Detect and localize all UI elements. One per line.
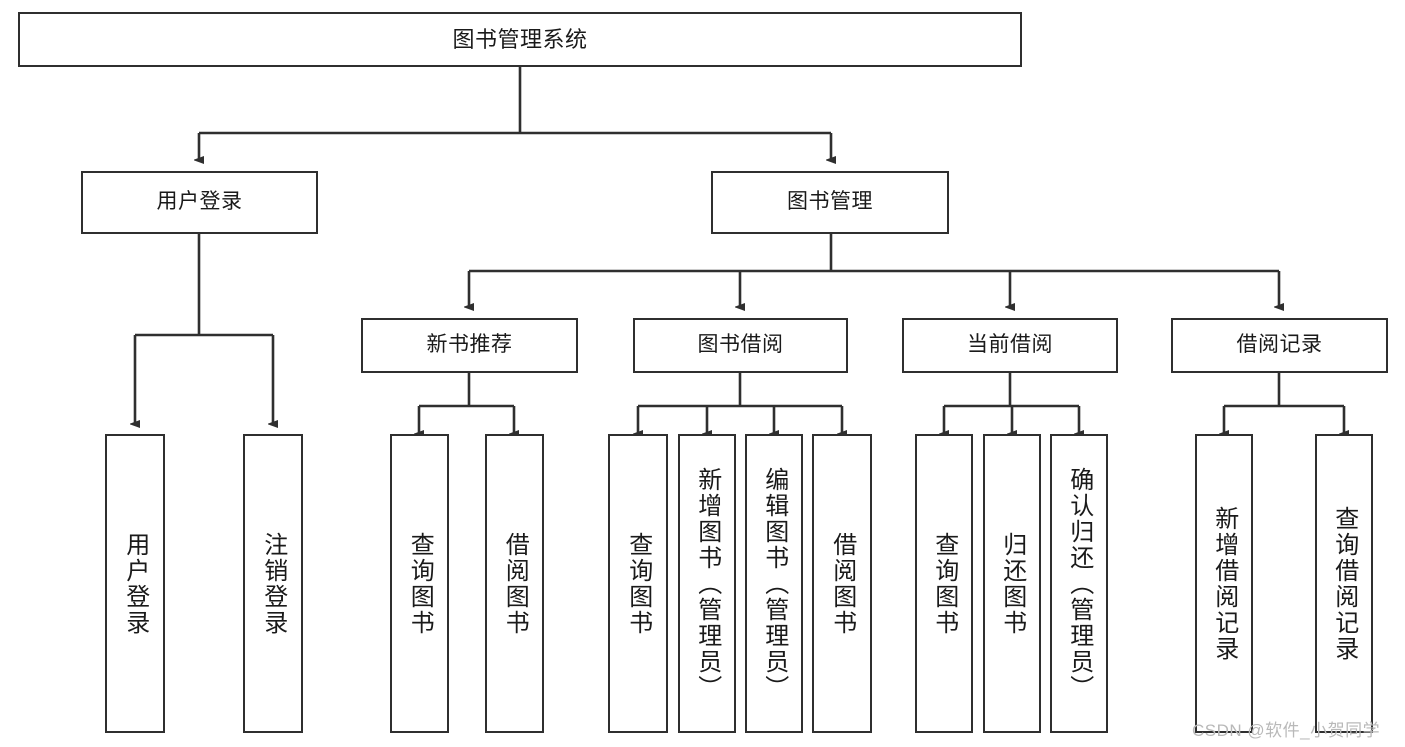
- node-label: 图书管理系统: [452, 26, 588, 52]
- node-user-login[interactable]: 用户登录: [81, 171, 318, 234]
- node-label: 编辑图书（管理员）: [760, 466, 788, 701]
- node-label: 借阅记录: [1236, 333, 1323, 357]
- node-label: 借阅图书: [501, 531, 529, 636]
- node-label: 查询图书: [406, 531, 434, 636]
- node-label: 归还图书: [998, 531, 1026, 636]
- watermark-text: CSDN @软件_小贺同学: [1192, 721, 1381, 740]
- node-book-management[interactable]: 图书管理: [711, 171, 949, 234]
- node-label: 查询图书: [930, 531, 958, 636]
- node-label: 查询借阅记录: [1330, 505, 1358, 662]
- leaf-book-borrow-query-book[interactable]: 查询图书: [608, 434, 668, 733]
- node-root-book-management-system[interactable]: 图书管理系统: [18, 12, 1022, 67]
- leaf-book-borrow-borrow-book[interactable]: 借阅图书: [812, 434, 872, 733]
- leaf-new-book-borrow-book[interactable]: 借阅图书: [485, 434, 544, 733]
- leaf-current-borrow-return-book[interactable]: 归还图书: [983, 434, 1041, 733]
- leaf-current-borrow-query-book[interactable]: 查询图书: [915, 434, 973, 733]
- node-label: 新增借阅记录: [1210, 505, 1238, 662]
- leaf-user-login-logout[interactable]: 注销登录: [243, 434, 303, 733]
- leaf-book-borrow-add-book-admin[interactable]: 新增图书（管理员）: [678, 434, 736, 733]
- node-book-borrow[interactable]: 图书借阅: [633, 318, 848, 373]
- leaf-borrow-record-add-record[interactable]: 新增借阅记录: [1195, 434, 1253, 733]
- node-label: 查询图书: [624, 531, 652, 636]
- node-label: 新增图书（管理员）: [693, 466, 721, 701]
- node-label: 图书管理: [787, 190, 873, 214]
- node-label: 新书推荐: [426, 333, 513, 357]
- node-borrow-record[interactable]: 借阅记录: [1171, 318, 1388, 373]
- leaf-current-borrow-confirm-return-admin[interactable]: 确认归还（管理员）: [1050, 434, 1108, 733]
- node-label: 注销登录: [259, 531, 287, 636]
- node-label: 用户登录: [156, 190, 243, 214]
- leaf-new-book-query-book[interactable]: 查询图书: [390, 434, 449, 733]
- node-label: 确认归还（管理员）: [1065, 466, 1093, 701]
- node-label: 当前借阅: [967, 333, 1053, 357]
- node-label: 用户登录: [121, 531, 149, 636]
- node-new-book-recommend[interactable]: 新书推荐: [361, 318, 578, 373]
- node-label: 图书借阅: [697, 333, 784, 357]
- leaf-user-login-login[interactable]: 用户登录: [105, 434, 165, 733]
- leaf-book-borrow-edit-book-admin[interactable]: 编辑图书（管理员）: [745, 434, 803, 733]
- node-label: 借阅图书: [828, 531, 856, 636]
- leaf-borrow-record-query-record[interactable]: 查询借阅记录: [1315, 434, 1373, 733]
- node-current-borrow[interactable]: 当前借阅: [902, 318, 1118, 373]
